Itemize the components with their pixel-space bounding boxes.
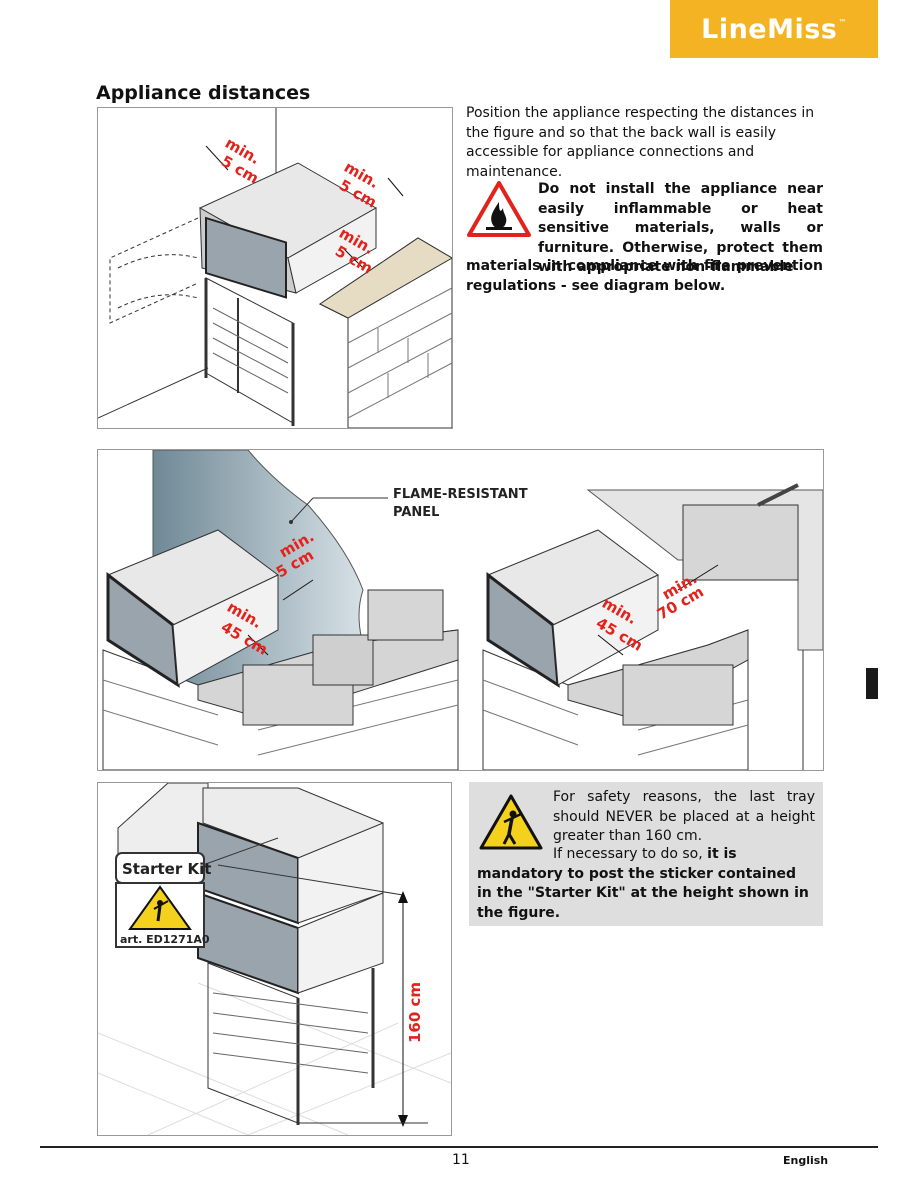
footer-rule — [40, 1146, 878, 1148]
safety-note-instruction-lead: If necessary to do so, — [553, 846, 708, 862]
page-number: 11 — [452, 1152, 470, 1168]
fire-warning-icon — [467, 181, 531, 237]
fryer-distance-illustration: FLAME-RESISTANT PANEL min. 5 cm min. 45 … — [102, 450, 823, 770]
warning-text-tail: materials in compliance with fire preven… — [466, 258, 823, 294]
panel-label-line1: FLAME-RESISTANT — [393, 487, 528, 502]
safety-note-text: For safety reasons, the last tray should… — [553, 789, 815, 844]
warning-text-lead: Do not install the appliance near easily… — [538, 181, 823, 275]
brand-logo: LineMiss™ — [670, 0, 878, 58]
section-thumb-tab — [866, 668, 878, 699]
starter-kit-label: Starter Kit — [122, 860, 211, 878]
figure-fire-distances: FLAME-RESISTANT PANEL min. 5 cm min. 45 … — [97, 449, 824, 771]
panel-label-line2: PANEL — [393, 505, 439, 520]
safety-note-instruction: If necessary to do so, it is mandatory t… — [477, 845, 815, 923]
tray-height-warning-icon — [479, 794, 543, 850]
kit-article-code: art. ED1271A0 — [120, 933, 210, 946]
brand-name: LineMiss — [701, 13, 838, 45]
safety-note-instruction-bold: it is mandatory to post the sticker cont… — [477, 846, 809, 921]
figure-tray-height: 160 cm Starter Kit art. ED1271A0 — [97, 782, 452, 1136]
figure-appliance-distances: min. 5 cm min. 5 cm min. 5 cm — [97, 107, 453, 429]
height-dimension-label: 160 cm — [406, 982, 424, 1043]
oven-on-stand-illustration: min. 5 cm min. 5 cm min. 5 cm — [98, 108, 452, 428]
trademark-mark: ™ — [838, 17, 847, 27]
language-label: English — [783, 1154, 829, 1167]
stacked-ovens-illustration: 160 cm Starter Kit art. ED1271A0 — [98, 783, 451, 1135]
section-title: Appliance distances — [96, 82, 311, 104]
intro-paragraph: Position the appliance respecting the di… — [466, 105, 815, 180]
safety-note-box: For safety reasons, the last tray should… — [469, 782, 823, 926]
